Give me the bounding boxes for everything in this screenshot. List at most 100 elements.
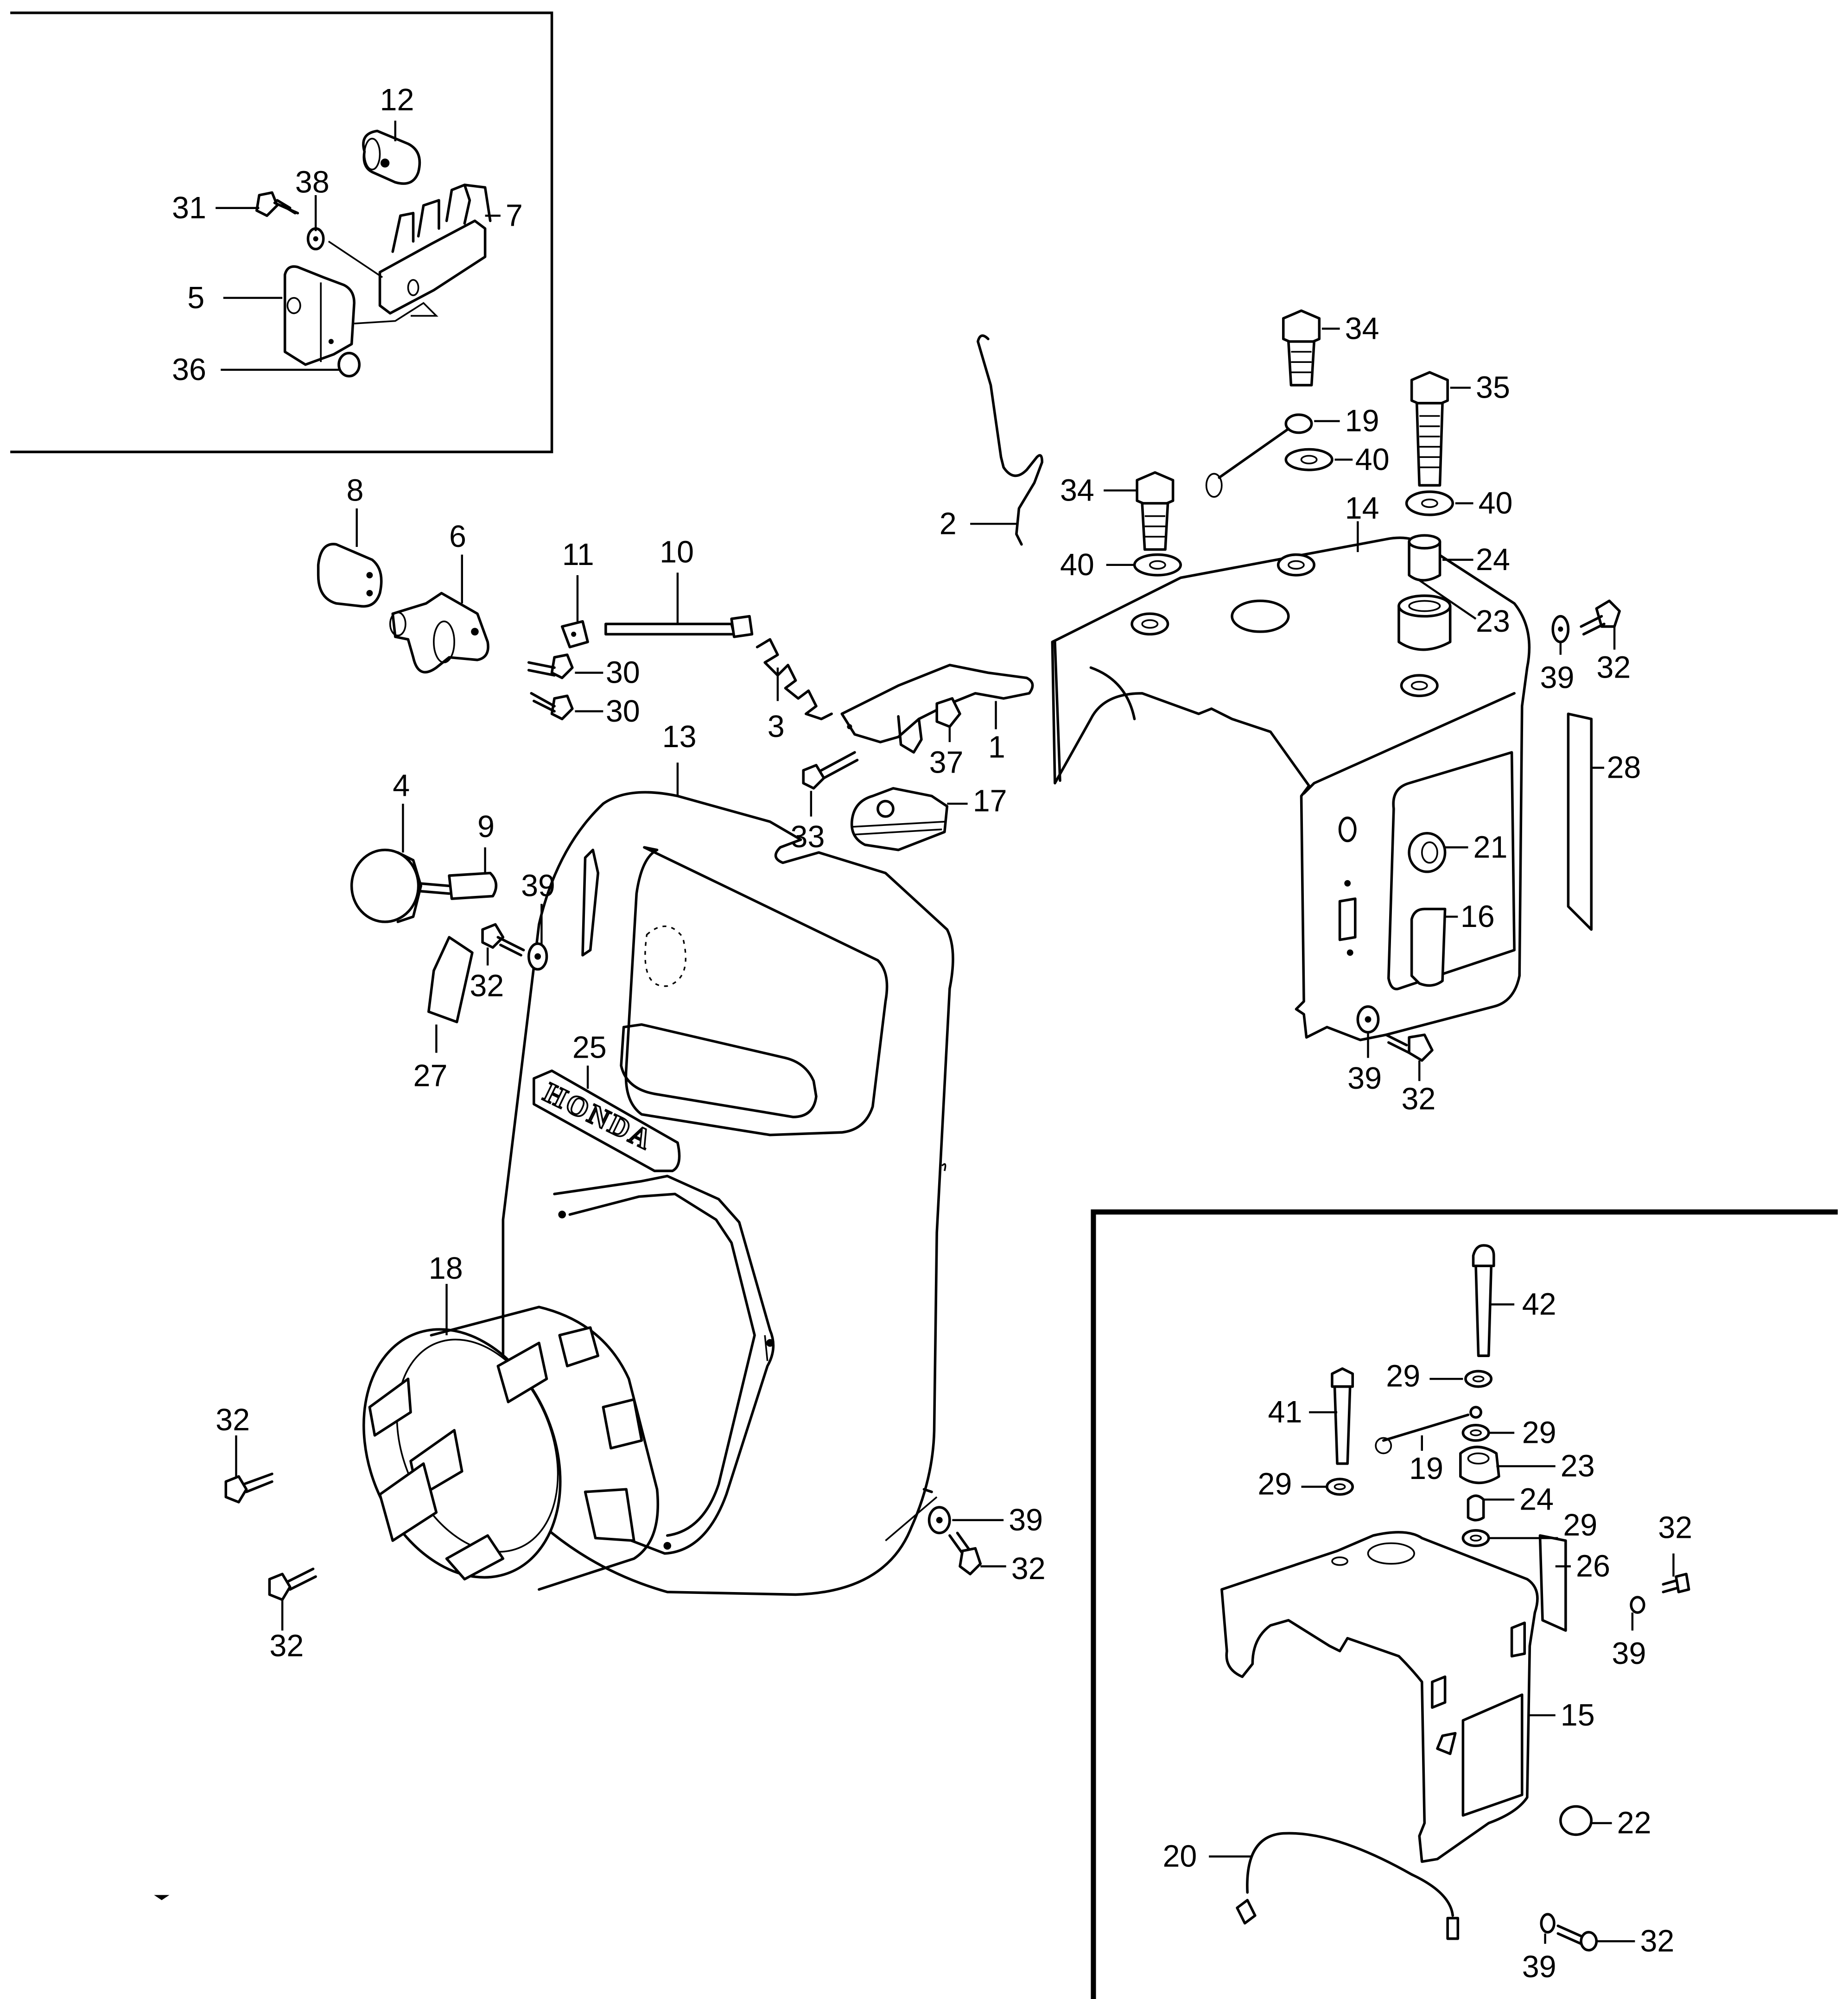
part-19-clip-inset <box>1375 1406 1482 1454</box>
part-29-washer-b <box>1326 1478 1354 1496</box>
callout-3: 3 <box>768 710 785 744</box>
callout-32-left-lower: 32 <box>269 1629 304 1663</box>
callout-26: 26 <box>1576 1549 1610 1584</box>
part-30-bolt-lower <box>530 692 574 721</box>
inset-frame <box>10 11 553 453</box>
callout-1: 1 <box>988 730 1005 764</box>
governor-linkage: 8 6 11 10 30 30 3 1 37 2 <box>317 334 1043 780</box>
callout-34-lower: 34 <box>1060 473 1094 508</box>
stray-mark <box>154 1895 170 1900</box>
part-15-cylinder-cover-alt <box>1220 1531 1539 1863</box>
callout-24-inset: 24 <box>1519 1483 1554 1517</box>
callout-6: 6 <box>449 520 466 554</box>
callout-29-a: 29 <box>1386 1359 1420 1394</box>
callout-37: 37 <box>929 746 964 780</box>
part-17-grommet <box>850 787 949 851</box>
callout-27: 27 <box>413 1059 448 1093</box>
callout-16: 16 <box>1461 900 1495 934</box>
callout-39-shroud: 39 <box>1009 1503 1043 1537</box>
callout-24-main: 24 <box>1476 543 1510 577</box>
callout-10: 10 <box>660 535 694 569</box>
callout-34-upper: 34 <box>1345 311 1379 346</box>
part-3-spring <box>756 638 833 721</box>
part-35-bolt <box>1410 371 1449 487</box>
callout-29-b: 29 <box>1522 1416 1556 1450</box>
callout-25: 25 <box>572 1031 607 1065</box>
part-32-bolt-shroud <box>948 1531 982 1575</box>
part-19-clip <box>1205 413 1313 498</box>
callout-19-inset: 19 <box>1409 1452 1443 1486</box>
callout-2: 2 <box>940 507 957 541</box>
part-27-label-plate <box>427 936 474 1023</box>
callout-20: 20 <box>1162 1840 1197 1874</box>
callout-29-c: 29 <box>1257 1467 1292 1501</box>
callout-21: 21 <box>1473 830 1508 864</box>
callout-14: 14 <box>1345 491 1379 526</box>
part-34-bolt-upper <box>1282 309 1321 387</box>
callout-39-knob: 39 <box>521 869 555 903</box>
callout-39-inset-right: 39 <box>1612 1637 1646 1671</box>
part-12-cylinder <box>362 129 421 185</box>
callout-4: 4 <box>393 768 410 803</box>
part-42-long-bolt <box>1472 1244 1495 1357</box>
callout-32-shroud: 32 <box>1011 1552 1046 1586</box>
part-23-rubber-mount-upper <box>1397 594 1452 651</box>
part-26-side-plate <box>1538 1534 1567 1632</box>
part-18-starter-pulley-guard <box>362 1306 660 1591</box>
part-37-nut <box>935 697 961 728</box>
part-30-bolt-upper <box>527 653 574 679</box>
part-32-bolt-upper-right <box>1580 599 1621 636</box>
part-28-side-plate <box>1567 712 1593 931</box>
part-23-rubber-mount-inset <box>1459 1446 1500 1485</box>
callout-35: 35 <box>1476 371 1510 405</box>
callout-40-a: 40 <box>1355 443 1390 477</box>
part-7-bracket <box>328 184 492 315</box>
part-40-washer-b <box>1405 490 1454 516</box>
part-33-bolt <box>802 751 859 790</box>
callout-23-inset: 23 <box>1561 1449 1595 1484</box>
part-2-wire-link <box>977 334 1043 546</box>
part-32-bolt-inset-bottom <box>1556 1924 1598 1952</box>
callout-40-b: 40 <box>1479 486 1513 520</box>
part-4-knob <box>350 849 451 923</box>
part-22-grommet <box>1559 1805 1593 1836</box>
part-32-bolt-knob <box>481 923 525 957</box>
part-16-cover-tab <box>1410 907 1447 987</box>
part-29-washer-d <box>1461 1529 1490 1547</box>
callout-19-main: 19 <box>1345 404 1379 438</box>
callout-12: 12 <box>380 83 414 117</box>
part-13-fan-shroud <box>502 791 954 1596</box>
part-21-grommet <box>1408 832 1447 873</box>
callout-9: 9 <box>477 810 495 844</box>
top-left-inset: 12 31 38 7 5 36 <box>10 11 553 453</box>
callout-40-c: 40 <box>1060 548 1094 582</box>
callout-32-inset-right: 32 <box>1658 1511 1692 1545</box>
callout-32-cover-bottom: 32 <box>1401 1082 1435 1116</box>
part-14-cylinder-cover <box>1051 536 1531 1041</box>
callout-30-lower: 30 <box>606 694 640 729</box>
callout-38: 38 <box>295 165 330 199</box>
callout-28: 28 <box>1607 751 1641 785</box>
callout-39-cover-bottom: 39 <box>1347 1061 1382 1096</box>
part-32-bolt-cover-bottom <box>1384 1033 1434 1062</box>
part-39-washer-inset-right <box>1630 1596 1645 1614</box>
callout-13: 13 <box>662 720 697 754</box>
callout-17: 17 <box>973 784 1007 819</box>
callout-32-inset-bottom: 32 <box>1640 1924 1674 1958</box>
callout-32-left-upper: 32 <box>216 1403 250 1437</box>
part-9-pin <box>448 871 497 900</box>
callout-39-inset-bottom: 39 <box>1522 1950 1556 1984</box>
callout-42: 42 <box>1522 1288 1556 1322</box>
callout-7: 7 <box>506 199 523 233</box>
part-41-bolt <box>1331 1367 1354 1465</box>
part-32-bolt-left-upper <box>224 1472 273 1504</box>
part-20-ground-wire <box>1236 1832 1460 1940</box>
part-24-spacer-inset <box>1467 1494 1485 1522</box>
part-31-bolt <box>255 191 299 217</box>
bottom-right-inset: 42 29 41 19 29 23 29 24 29 32 26 39 15 2… <box>1091 1209 1838 1999</box>
callout-15: 15 <box>1561 1698 1595 1732</box>
part-32-bolt-left-lower <box>268 1567 317 1601</box>
part-29-washer-a <box>1464 1370 1493 1388</box>
callout-32-upper-right: 32 <box>1596 651 1631 685</box>
